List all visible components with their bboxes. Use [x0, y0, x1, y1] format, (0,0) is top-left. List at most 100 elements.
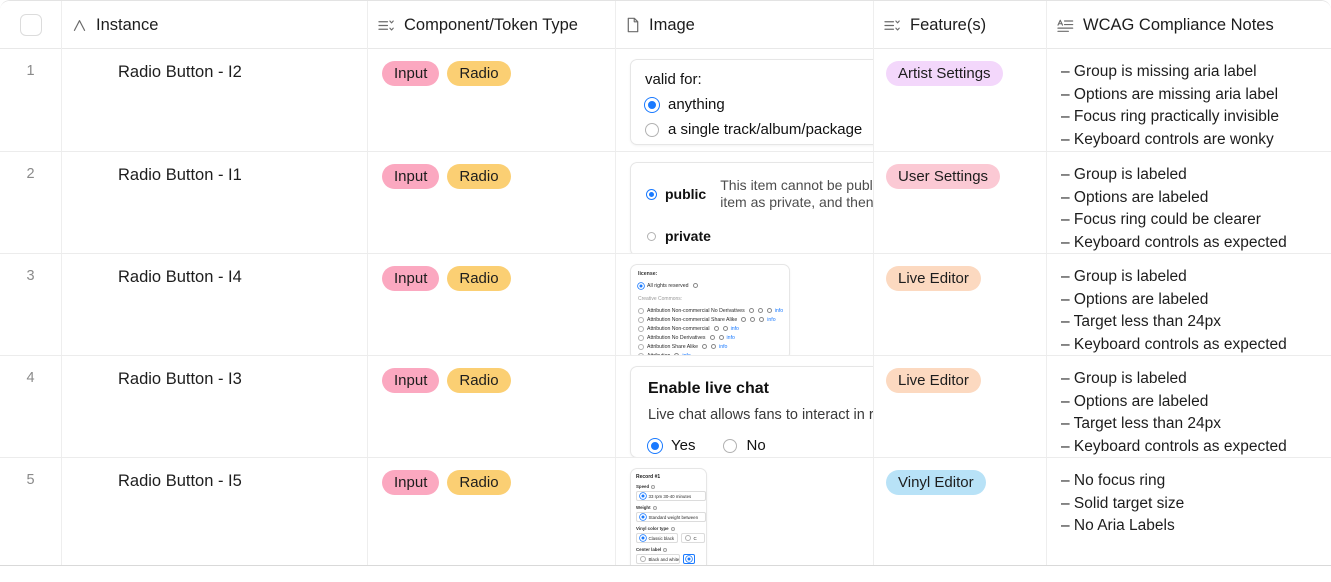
table-row[interactable]: 4 Radio Button - I3 Input Radio Enable l… — [0, 356, 1331, 458]
features-cell[interactable]: Vinyl Editor — [874, 458, 1047, 565]
type-tag[interactable]: Radio — [447, 61, 511, 86]
cc-badge-icon — [757, 308, 763, 313]
license-section-label: Creative Commons: — [638, 296, 683, 302]
note-line: – Options are labeled — [1061, 290, 1209, 308]
screenshot-thumbnail-license[interactable]: license: All rights reserved Creative Co… — [630, 264, 790, 355]
radio-unselected-icon — [647, 231, 656, 241]
copyright-badge-icon — [692, 283, 698, 288]
features-cell[interactable]: Live Editor — [874, 356, 1047, 457]
type-tag[interactable]: Input — [382, 470, 440, 495]
type-cell[interactable]: Input Radio — [368, 49, 616, 151]
note-line: – Focus ring practically invisible — [1061, 108, 1279, 126]
cc-badge-icon — [709, 335, 715, 340]
instance-cell[interactable]: Radio Button - I3 — [62, 356, 368, 457]
type-tag[interactable]: Input — [382, 266, 440, 291]
type-tag[interactable]: Radio — [447, 266, 511, 291]
features-cell[interactable]: Live Editor — [874, 254, 1047, 355]
radio-option-row[interactable]: 33 rpm 30-40 minutes — [636, 491, 706, 501]
radio-option-row[interactable]: Black and white — [636, 554, 680, 564]
notes-cell[interactable]: – No focus ring – Solid target size – No… — [1047, 458, 1331, 565]
image-cell[interactable]: Enable live chat Live chat allows fans t… — [616, 356, 874, 457]
type-tag[interactable]: Radio — [447, 470, 511, 495]
features-cell[interactable]: User Settings — [874, 152, 1047, 253]
notes-cell[interactable]: – Group is missing aria label – Options … — [1047, 49, 1331, 151]
note-line: – No Aria Labels — [1061, 517, 1175, 535]
type-cell[interactable]: Input Radio — [368, 356, 616, 457]
notes-cell[interactable]: – Group is labeled – Options are labeled… — [1047, 356, 1331, 457]
screenshot-thumbnail-live-chat[interactable]: Enable live chat Live chat allows fans t… — [630, 366, 873, 457]
screenshot-thumbnail-public-private[interactable]: public This item cannot be public until … — [630, 162, 874, 253]
radio-option-row-focused[interactable] — [683, 554, 695, 564]
note-line: – Solid target size — [1061, 494, 1185, 512]
feature-tag[interactable]: Live Editor — [886, 368, 981, 393]
license-info-link[interactable]: info — [726, 334, 735, 341]
row-number-cell[interactable]: 3 — [0, 254, 62, 355]
instance-cell[interactable]: Radio Button - I4 — [62, 254, 368, 355]
column-header-image[interactable]: Image — [616, 1, 874, 49]
screenshot-thumbnail-record-form[interactable]: Record #1 Speed 33 rpm 30-40 minutes Wei… — [630, 468, 707, 565]
radio-option-row[interactable]: Classic black — [636, 533, 678, 543]
table-row[interactable]: 3 Radio Button - I4 Input Radio license:… — [0, 254, 1331, 356]
radio-option-row[interactable]: Standard weight between — [636, 512, 706, 522]
feature-tag[interactable]: Artist Settings — [886, 61, 1003, 86]
image-cell[interactable]: public This item cannot be public until … — [616, 152, 874, 253]
license-info-link[interactable]: info — [767, 316, 776, 323]
radio-option-row[interactable]: C — [681, 533, 705, 543]
license-info-link[interactable]: info — [730, 325, 739, 332]
license-info-link[interactable]: info — [774, 307, 784, 314]
column-header-instance[interactable]: Instance — [62, 1, 368, 49]
text-field-icon — [72, 18, 87, 33]
instance-cell[interactable]: Radio Button - I5 — [62, 458, 368, 565]
row-number-cell[interactable]: 5 — [0, 458, 62, 565]
type-tag[interactable]: Input — [382, 61, 440, 86]
helper-text-line: item as private, and then use the — [720, 194, 874, 210]
radio-unselected-icon — [638, 325, 644, 332]
radio-unselected-icon — [638, 343, 644, 350]
radio-unselected-icon — [685, 535, 691, 541]
license-info-link[interactable]: info — [682, 353, 690, 356]
instance-cell[interactable]: Radio Button - I2 — [62, 49, 368, 151]
type-tag[interactable]: Radio — [447, 368, 511, 393]
feature-tag[interactable]: User Settings — [886, 164, 1001, 189]
features-cell[interactable]: Artist Settings — [874, 49, 1047, 151]
image-cell[interactable]: valid for: anything a single track/album… — [616, 49, 874, 151]
select-all-header[interactable] — [0, 1, 62, 49]
row-number-cell[interactable]: 4 — [0, 356, 62, 457]
image-cell[interactable]: license: All rights reserved Creative Co… — [616, 254, 874, 355]
feature-tag[interactable]: Live Editor — [886, 266, 981, 291]
table-row[interactable]: 5 Radio Button - I5 Input Radio Record #… — [0, 458, 1331, 565]
column-header-notes[interactable]: WCAG Compliance Notes — [1047, 1, 1331, 49]
radio-selected-icon — [647, 189, 656, 199]
license-info-link[interactable]: info — [719, 343, 728, 350]
type-tag[interactable]: Input — [382, 368, 440, 393]
radio-option-label: private — [665, 228, 711, 244]
type-cell[interactable]: Input Radio — [368, 458, 616, 565]
notes-cell[interactable]: – Group is labeled – Options are labeled… — [1047, 254, 1331, 355]
screenshot-thumbnail-valid-for[interactable]: valid for: anything a single track/album… — [630, 59, 873, 145]
field-label: Speed — [636, 484, 650, 489]
column-header-label: Instance — [96, 15, 159, 34]
table-row[interactable]: 2 Radio Button - I1 Input Radio public — [0, 152, 1331, 254]
table-header-row: Instance Component/Token Type — [0, 1, 1331, 49]
type-tag[interactable]: Input — [382, 164, 440, 189]
feature-tag[interactable]: Vinyl Editor — [886, 470, 986, 495]
notes-cell[interactable]: – Group is labeled – Options are labeled… — [1047, 152, 1331, 253]
license-option-label: Attribution Non-commercial Share Alike — [647, 316, 738, 323]
cc-badge-icon — [759, 317, 765, 322]
table-row[interactable]: 1 Radio Button - I2 Input Radio valid fo… — [0, 49, 1331, 152]
field-label: Center label — [636, 547, 662, 552]
column-header-features[interactable]: Feature(s) — [874, 1, 1047, 49]
note-line: – No focus ring — [1061, 472, 1166, 489]
radio-selected-icon — [645, 98, 659, 112]
type-cell[interactable]: Input Radio — [368, 254, 616, 355]
row-number-cell[interactable]: 1 — [0, 49, 62, 151]
row-number: 1 — [26, 63, 35, 79]
image-cell[interactable]: Record #1 Speed 33 rpm 30-40 minutes Wei… — [616, 458, 874, 565]
type-tag[interactable]: Radio — [447, 164, 511, 189]
row-number: 3 — [26, 268, 35, 284]
select-all-checkbox[interactable] — [19, 14, 42, 36]
column-header-type[interactable]: Component/Token Type — [368, 1, 616, 49]
instance-cell[interactable]: Radio Button - I1 — [62, 152, 368, 253]
type-cell[interactable]: Input Radio — [368, 152, 616, 253]
row-number-cell[interactable]: 2 — [0, 152, 62, 253]
